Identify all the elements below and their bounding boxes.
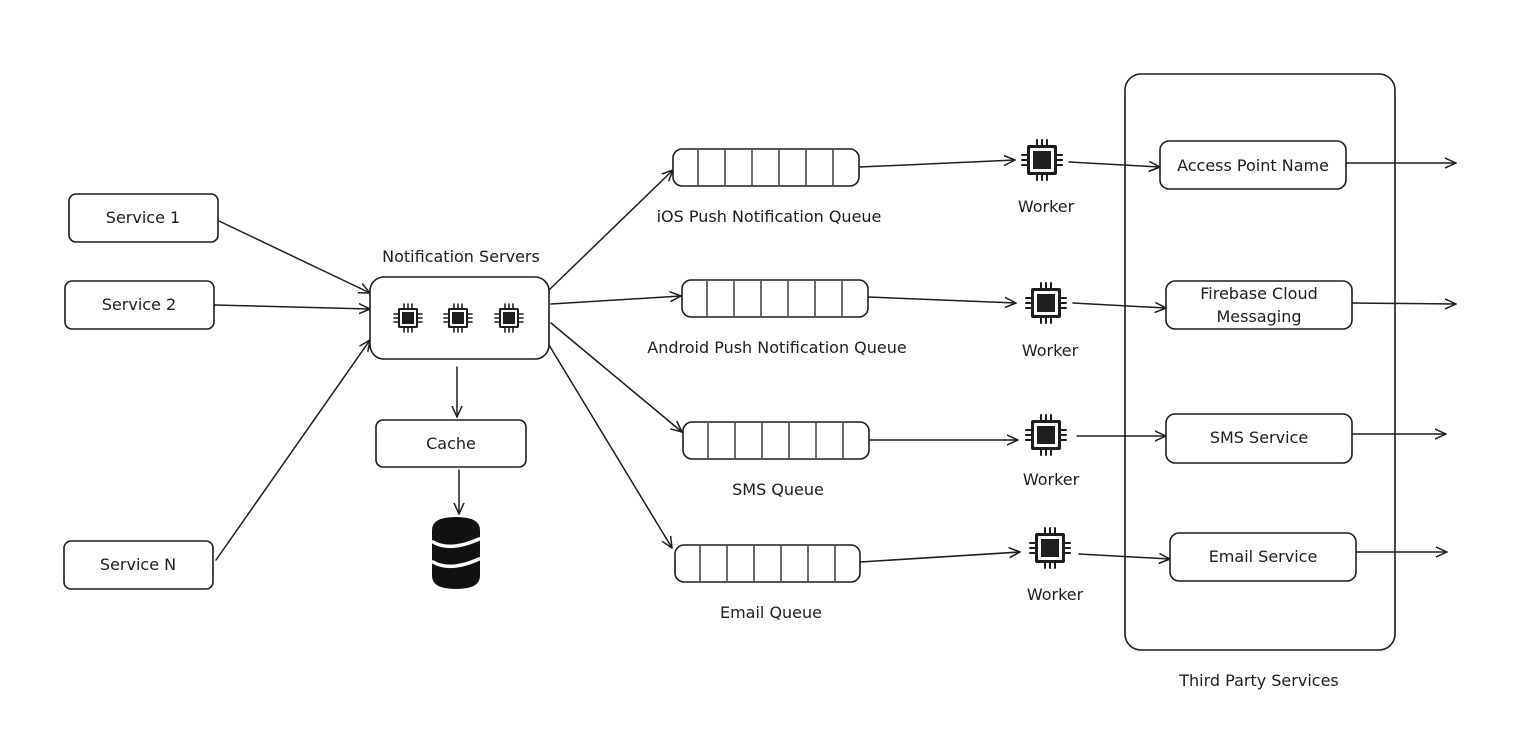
edge-servers-to-ios-queue <box>548 169 674 291</box>
worker-sms[interactable]: Worker <box>1023 414 1080 489</box>
edges <box>213 160 1457 563</box>
email-queue-label: Email Queue <box>720 603 822 622</box>
apn-label: Access Point Name <box>1177 156 1329 175</box>
worker-ios[interactable]: Worker <box>1018 139 1075 216</box>
service-1-label: Service 1 <box>106 208 180 227</box>
cpu-chip-icon <box>1025 414 1067 456</box>
service-1-node[interactable]: Service 1 <box>68 193 219 243</box>
edge-service1-to-servers <box>218 220 371 294</box>
notification-servers-node[interactable]: Notification Servers <box>369 247 550 360</box>
worker-email[interactable]: Worker <box>1027 527 1084 604</box>
apn-node[interactable]: Access Point Name <box>1159 140 1347 190</box>
edge-serviceN-to-servers <box>215 339 371 561</box>
edge-ios-queue-to-worker <box>859 160 1016 168</box>
sms-service-node[interactable]: SMS Service <box>1165 413 1353 464</box>
edge-worker-to-fcm <box>1072 303 1167 308</box>
fcm-node[interactable]: Firebase Cloud Messaging <box>1165 280 1353 330</box>
edge-android-queue-to-worker <box>867 296 1017 303</box>
edge-servers-to-android-queue <box>550 296 682 305</box>
service-n-label: Service N <box>100 555 176 574</box>
ios-queue-node[interactable]: iOS Push Notification Queue <box>657 148 882 226</box>
service-n-node[interactable]: Service N <box>63 540 214 590</box>
third-party-services-group: Third Party Services <box>1124 73 1396 690</box>
edge-servers-to-sms-queue <box>550 322 683 433</box>
sms-queue-label: SMS Queue <box>732 480 824 499</box>
email-queue-node[interactable]: Email Queue <box>674 544 861 622</box>
sms-service-label: SMS Service <box>1210 428 1308 447</box>
edge-service2-to-servers <box>213 305 371 309</box>
edge-fcm-outbound <box>1351 303 1457 304</box>
android-queue-label: Android Push Notification Queue <box>647 338 906 357</box>
worker-android[interactable]: Worker <box>1022 282 1079 360</box>
email-service-label: Email Service <box>1209 547 1318 566</box>
cpu-chip-icon <box>1025 282 1067 324</box>
fcm-label-line2: Messaging <box>1216 307 1301 326</box>
edge-worker-to-apn <box>1068 162 1161 167</box>
notification-servers-label: Notification Servers <box>382 247 540 266</box>
cache-label: Cache <box>426 434 476 453</box>
service-2-label: Service 2 <box>102 295 176 314</box>
worker-sms-label: Worker <box>1023 470 1080 489</box>
edge-email-queue-to-worker <box>859 552 1021 563</box>
edge-servers-to-email-queue <box>548 344 673 549</box>
database-icon <box>431 517 481 589</box>
android-queue-node[interactable]: Android Push Notification Queue <box>647 279 907 357</box>
cpu-chip-icon <box>1029 527 1071 569</box>
cache-node[interactable]: Cache <box>375 419 527 468</box>
fcm-label-line1: Firebase Cloud <box>1200 284 1317 303</box>
email-service-node[interactable]: Email Service <box>1169 532 1357 582</box>
ios-queue-label: iOS Push Notification Queue <box>657 207 882 226</box>
worker-email-label: Worker <box>1027 585 1084 604</box>
sms-queue-node[interactable]: SMS Queue <box>682 421 870 499</box>
cpu-chip-icon <box>1021 139 1063 181</box>
service-2-node[interactable]: Service 2 <box>64 280 215 330</box>
third-party-services-label: Third Party Services <box>1178 671 1339 690</box>
worker-android-label: Worker <box>1022 341 1079 360</box>
worker-ios-label: Worker <box>1018 197 1075 216</box>
